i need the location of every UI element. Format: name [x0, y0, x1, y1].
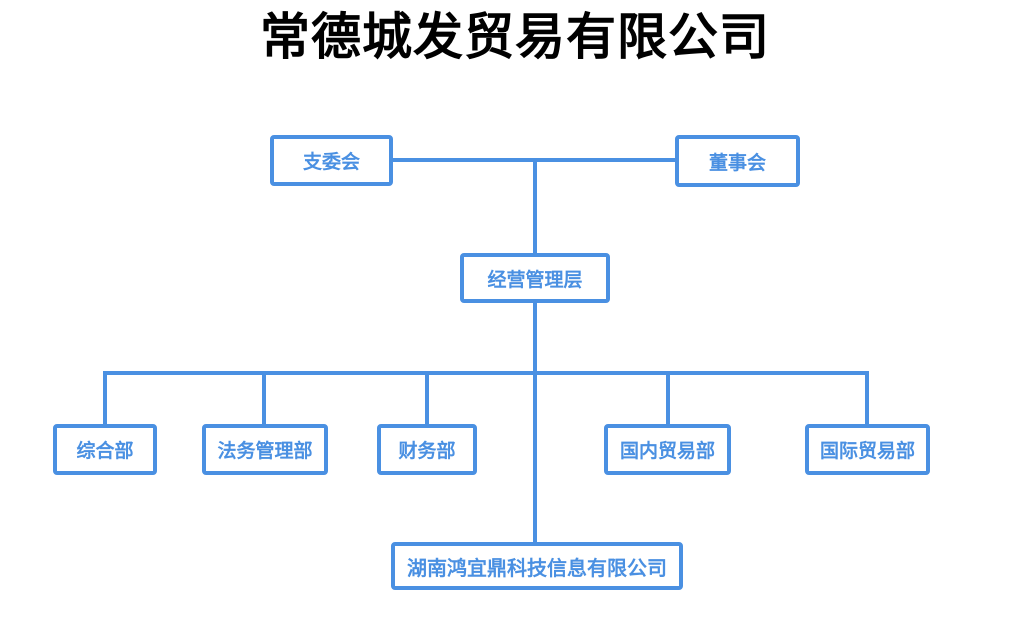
connector-drop-finance-dept: [425, 373, 429, 424]
connector-drop-international-trade-dept: [865, 373, 869, 424]
node-international-trade-dept: 国际贸易部: [805, 424, 930, 475]
node-branch-committee: 支委会: [270, 135, 393, 186]
chart-title: 常德城发贸易有限公司: [260, 9, 770, 65]
node-legal-management-dept: 法务管理部: [202, 424, 328, 475]
connector-drop-domestic-trade-dept: [666, 373, 670, 424]
node-management-level: 经营管理层: [460, 253, 610, 303]
node-domestic-trade-dept: 国内贸易部: [604, 424, 731, 475]
connector-departments-bus: [103, 371, 869, 375]
node-subsidiary-company: 湖南鸿宜鼎科技信息有限公司: [391, 542, 683, 590]
node-board-of-directors: 董事会: [675, 135, 800, 187]
connector-drop-general-dept: [103, 373, 107, 424]
connector-drop-legal-dept: [262, 373, 266, 424]
connector-management-to-subsidiary: [533, 303, 537, 542]
node-general-dept: 综合部: [53, 424, 157, 475]
connector-governance-to-management: [533, 158, 537, 253]
node-finance-dept: 财务部: [377, 424, 477, 475]
